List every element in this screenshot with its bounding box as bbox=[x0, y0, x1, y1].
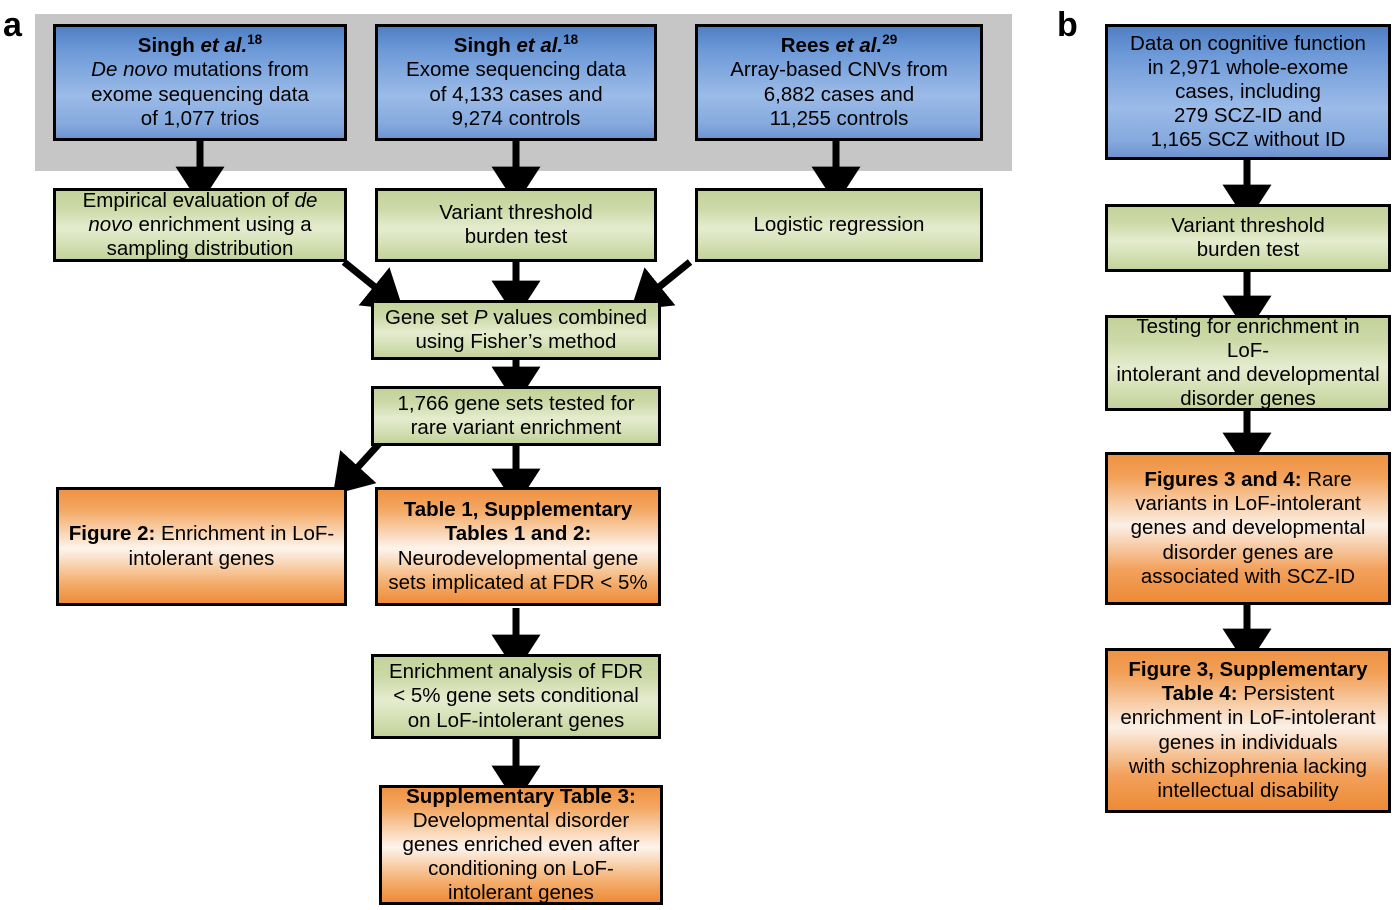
node-figure-2[interactable]: Figure 2: Enrichment in LoF-intolerant g… bbox=[56, 487, 347, 606]
node-testing-enrichment[interactable]: Testing for enrichment in LoF-intolerant… bbox=[1105, 315, 1391, 411]
node-conditional-enrichment-text: Enrichment analysis of FDR< 5% gene sets… bbox=[388, 660, 644, 732]
node-logistic-regression[interactable]: Logistic regression bbox=[695, 188, 983, 262]
node-figure-2-text: Figure 2: Enrichment in LoF-intolerant g… bbox=[68, 522, 335, 570]
node-logistic-regression-text: Logistic regression bbox=[753, 212, 925, 236]
node-conditional-enrichment[interactable]: Enrichment analysis of FDR< 5% gene sets… bbox=[371, 654, 661, 739]
arrow-logistic-to-fisher bbox=[630, 259, 693, 311]
arrow-empirical-to-fisher bbox=[341, 259, 404, 311]
node-supplementary-table-3[interactable]: Supplementary Table 3:Developmental diso… bbox=[379, 785, 663, 905]
panel-label-a: a bbox=[3, 6, 22, 44]
node-supplementary-table-3-text: Supplementary Table 3:Developmental diso… bbox=[402, 785, 640, 905]
panel-label-b: b bbox=[1057, 6, 1078, 44]
node-testing-enrichment-text: Testing for enrichment in LoF-intolerant… bbox=[1116, 315, 1380, 411]
